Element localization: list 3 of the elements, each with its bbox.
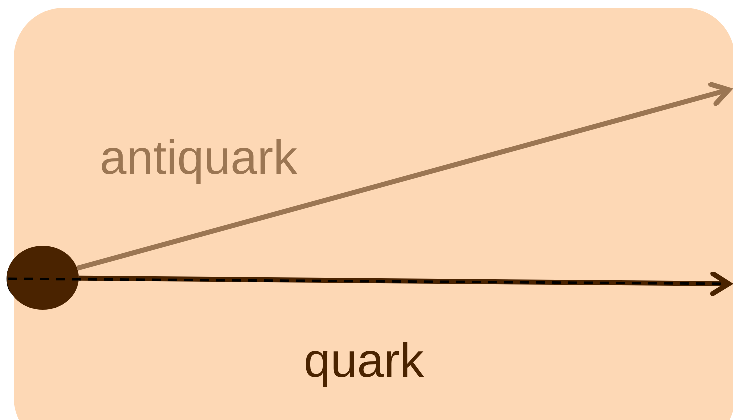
panel-background (14, 8, 733, 420)
arrow (76, 82, 732, 271)
arrow (78, 271, 732, 296)
